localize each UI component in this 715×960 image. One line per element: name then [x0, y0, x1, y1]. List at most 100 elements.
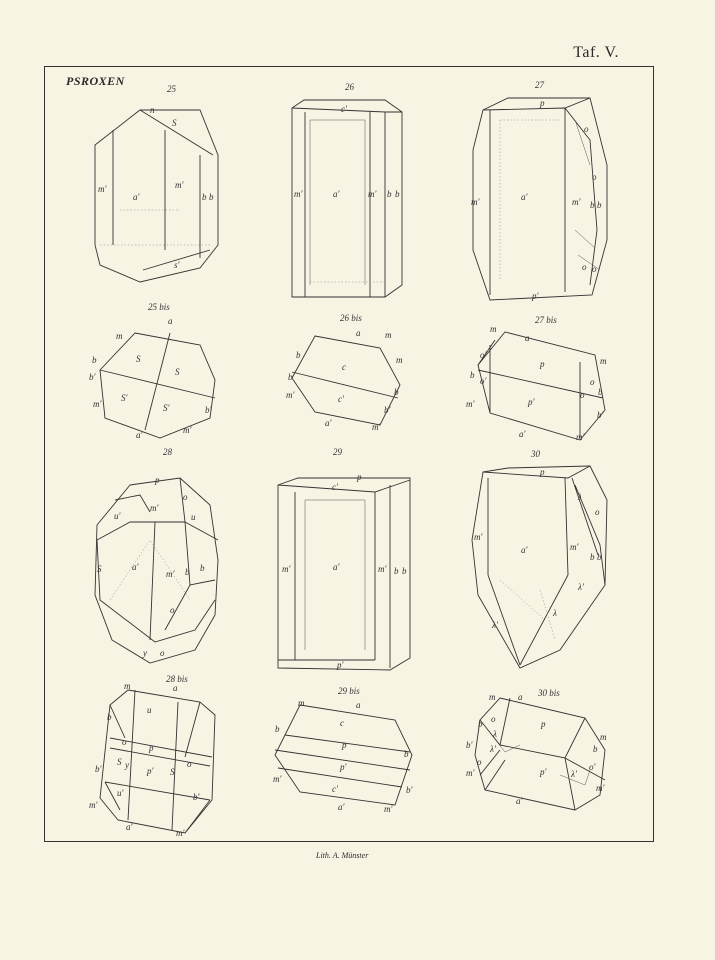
crystal-edge	[477, 331, 606, 441]
face-label: o	[592, 172, 597, 182]
face-label: b	[275, 724, 280, 734]
face-label: b	[404, 749, 409, 759]
figure-number: 26 bis	[340, 313, 362, 323]
face-label: b	[202, 192, 207, 202]
crystal-edge	[99, 332, 216, 431]
face-label: λ'	[489, 744, 497, 754]
face-label: a'	[521, 545, 529, 555]
face-label: y	[142, 648, 147, 658]
face-label: b	[200, 563, 205, 573]
crystal-edge	[112, 109, 214, 271]
crystal-edge	[274, 704, 413, 806]
crystal-edge	[291, 335, 401, 426]
face-label: m'	[368, 189, 377, 199]
face-label: o	[584, 124, 589, 134]
face-label: c'	[332, 784, 339, 794]
face-label: a'	[133, 192, 141, 202]
face-label: a	[356, 700, 361, 710]
face-label: S	[136, 354, 141, 364]
face-label: a'	[521, 192, 529, 202]
face-label: p	[154, 475, 160, 485]
figure-28-bis: 28 bis m a b u o b' p S y p' S o u' b' m…	[89, 674, 216, 838]
face-label: m'	[378, 564, 387, 574]
figure-27-bis: 27 bis m a o' b o' m' p p' m o b o b' m'…	[466, 315, 607, 442]
figure-number: 25 bis	[148, 302, 170, 312]
crystal-edge	[277, 479, 411, 668]
figure-number: 27 bis	[535, 315, 557, 325]
figure-number: 26	[345, 82, 355, 92]
face-label: m	[600, 356, 607, 366]
face-label: m'	[98, 184, 107, 194]
face-label: m'	[273, 774, 282, 784]
face-label: b	[107, 712, 112, 722]
crystal-edge	[100, 209, 210, 246]
figure-27: 27 p m' a' m' b b o o o o p'	[471, 80, 608, 301]
face-label: a	[173, 683, 178, 693]
face-label: a	[518, 692, 523, 702]
face-label: a'	[338, 802, 346, 812]
crystal-edge	[309, 119, 366, 285]
face-label: m'	[384, 804, 393, 814]
crystal-edge	[104, 701, 211, 834]
crystal-edge	[96, 477, 219, 643]
face-label: λ'	[577, 582, 585, 592]
face-label: b'	[288, 372, 296, 382]
face-label: λ'	[570, 769, 578, 779]
crystal-edge	[94, 109, 219, 283]
face-label: c	[342, 362, 346, 372]
figure-26: 26 c' m' a' m' b b	[291, 82, 403, 298]
face-label: b'	[193, 792, 201, 802]
face-label: p	[539, 359, 545, 369]
face-label: b	[590, 552, 595, 562]
face-label: p'	[539, 767, 548, 777]
face-label: λ'	[491, 620, 499, 630]
lithographer-credit: Lith. A. Münster	[316, 851, 369, 860]
face-label: b'	[95, 764, 103, 774]
crystal-edge	[99, 332, 216, 439]
crystal-edge	[274, 734, 411, 788]
face-label: m	[116, 331, 123, 341]
face-label: m	[490, 324, 497, 334]
face-label: u	[191, 512, 196, 522]
figure-30-bis: 30 bis m a b o λ λ' p b' o m b m' o' λ' …	[466, 688, 607, 811]
face-label: m'	[572, 197, 581, 207]
face-label: m'	[576, 432, 585, 442]
face-label: b	[92, 355, 97, 365]
face-label: m'	[176, 828, 185, 838]
plate-title: PSROXEN	[66, 74, 125, 88]
crystal-edge	[472, 97, 608, 301]
face-label: o	[183, 492, 188, 502]
face-label: a	[525, 333, 530, 343]
face-label: b	[470, 370, 475, 380]
face-label: o	[122, 737, 127, 747]
face-label: m'	[570, 542, 579, 552]
face-label: b	[387, 189, 392, 199]
face-label: b	[395, 189, 400, 199]
face-label: n	[150, 105, 155, 115]
figure-26-bis: 26 bis a m b b' c c' m b b' m' a' m'	[286, 313, 403, 432]
face-label: o	[590, 377, 595, 387]
face-label: b'	[205, 405, 213, 415]
face-label: p'	[146, 766, 155, 776]
crystal-edge	[479, 697, 606, 811]
face-label: m'	[294, 189, 303, 199]
face-label: p'	[339, 762, 348, 772]
face-label: b	[209, 192, 214, 202]
face-label: a'	[126, 822, 134, 832]
face-label: o	[160, 648, 165, 658]
face-label: a	[356, 328, 361, 338]
face-label: u'	[117, 788, 125, 798]
crystal-edge	[291, 99, 403, 298]
face-label: b	[394, 566, 399, 576]
figure-number: 29	[333, 447, 343, 457]
face-label: a'	[132, 562, 140, 572]
face-label: o	[595, 507, 600, 517]
face-label: s'	[174, 260, 181, 270]
crystal-edge	[499, 579, 556, 641]
face-label: m'	[471, 197, 480, 207]
face-label: S'	[163, 403, 171, 413]
figure-number: 30 bis	[537, 688, 560, 698]
crystal-edge	[291, 371, 399, 399]
face-label: b	[402, 566, 407, 576]
face-label: b'	[466, 740, 474, 750]
